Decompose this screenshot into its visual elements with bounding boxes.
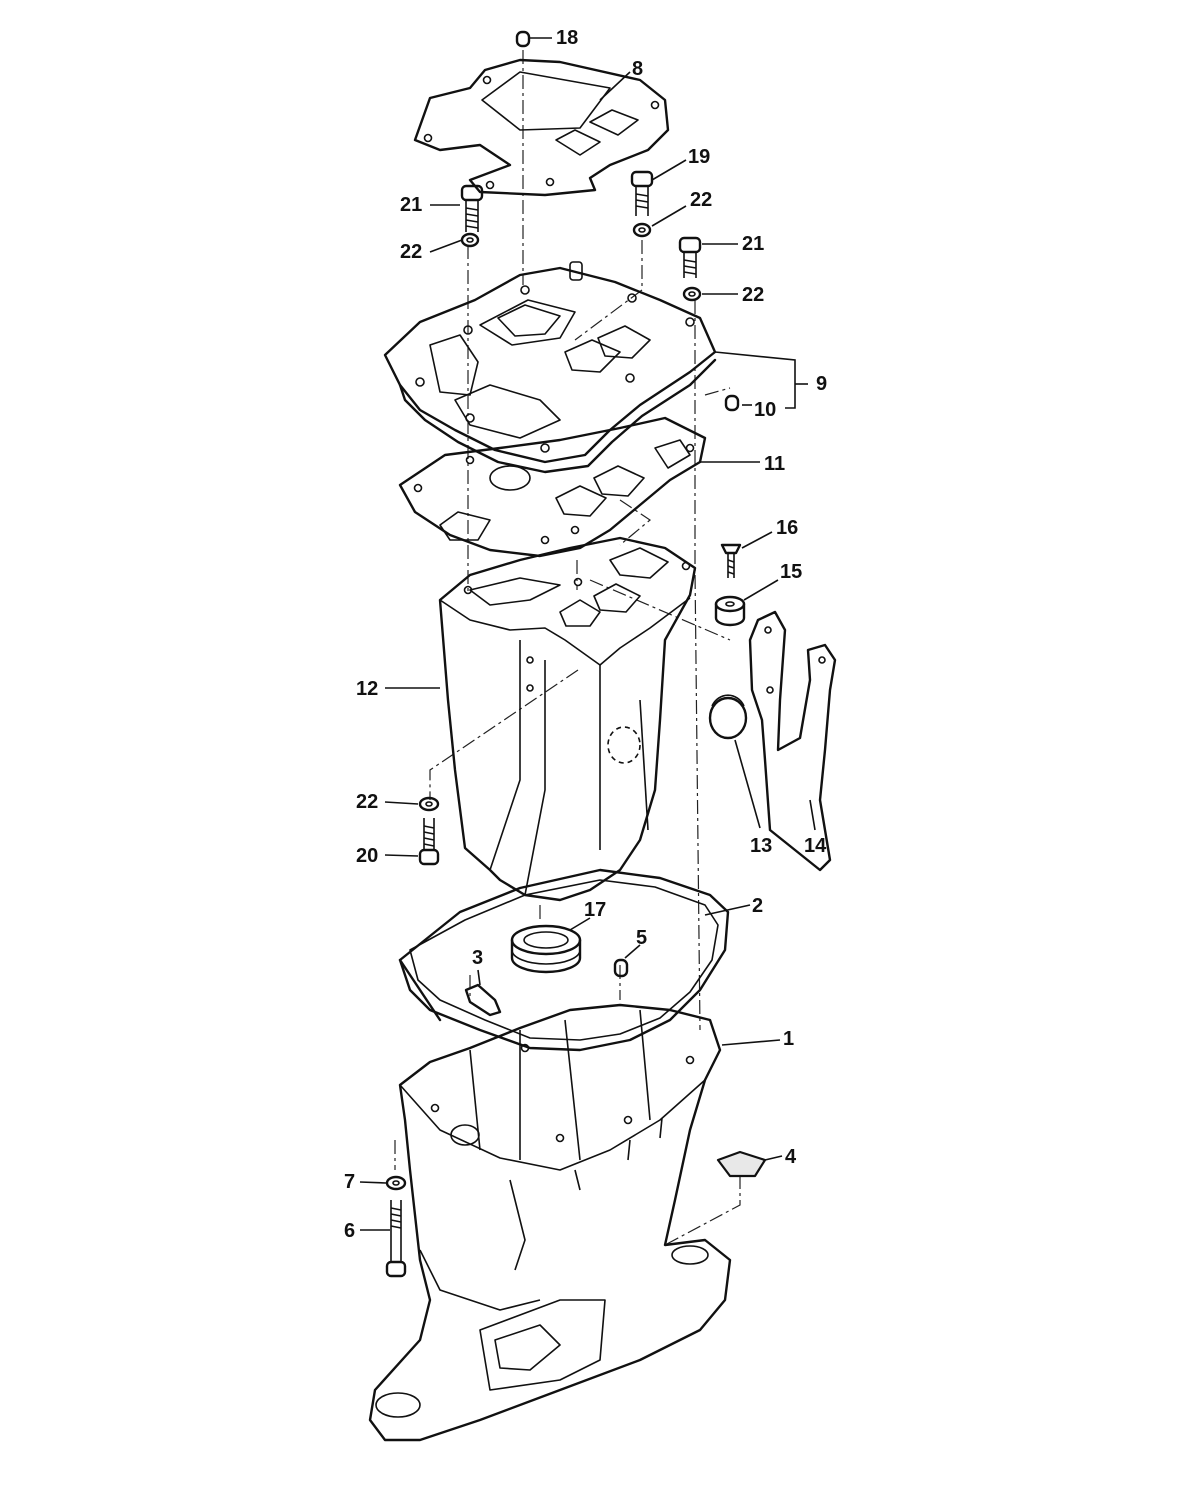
- callout-16: 16: [776, 517, 798, 539]
- part-21-bolt-left: [460, 184, 484, 232]
- part-22-washer-middle: [632, 222, 652, 238]
- part-6-stud: [385, 1200, 407, 1278]
- part-19-bolt: [630, 170, 654, 216]
- callout-8: 8: [632, 58, 643, 80]
- callout-12: 12: [356, 678, 378, 700]
- callout-4: 4: [785, 1146, 797, 1168]
- part-11-middle-gasket: [398, 416, 707, 558]
- callout-9: 9: [816, 373, 827, 395]
- callout-7: 7: [344, 1171, 355, 1193]
- part-21-bolt-right: [678, 236, 702, 278]
- callout-6: 6: [344, 1220, 355, 1242]
- part-13-plug: [708, 694, 748, 740]
- part-2-seal-gasket: [398, 868, 730, 1052]
- callout-18: 18: [556, 27, 578, 49]
- part-22-washer-lower: [418, 796, 440, 812]
- part-3-clip: [464, 983, 502, 1017]
- callout-21-left: 21: [400, 194, 422, 216]
- callout-2: 2: [752, 895, 763, 917]
- part-17-seal-ring: [510, 924, 582, 974]
- callout-19: 19: [688, 146, 710, 168]
- callout-11: 11: [764, 453, 785, 475]
- callout-22-lower: 22: [356, 791, 378, 813]
- callout-3: 3: [472, 947, 483, 969]
- callout-14: 14: [804, 835, 827, 857]
- callout-1: 1: [783, 1028, 794, 1050]
- part-22-washer-right: [682, 286, 702, 302]
- callout-17: 17: [584, 899, 606, 921]
- callouts: 18 8 19 21 22 22 21 22 9 10 11 16: [344, 27, 827, 1242]
- part-14-bracket-gasket: [748, 610, 837, 872]
- part-15-spacer: [714, 595, 746, 627]
- callout-22-middle: 22: [690, 189, 712, 211]
- callout-22-right: 22: [742, 284, 764, 306]
- callout-20: 20: [356, 845, 378, 867]
- part-7-washer: [385, 1175, 407, 1191]
- part-12-upper-housing: [438, 536, 697, 902]
- callout-10: 10: [754, 399, 776, 421]
- part-20-bolt: [418, 818, 440, 866]
- part-9-adapter-plate: [383, 261, 717, 474]
- part-1-lower-housing: [368, 1003, 732, 1442]
- callout-13: 13: [750, 835, 772, 857]
- callout-22-left: 22: [400, 241, 422, 263]
- part-4-anode-cover: [716, 1150, 767, 1178]
- callout-21-right: 21: [742, 233, 764, 255]
- part-18-dowel-pin: [515, 30, 531, 48]
- callout-5: 5: [636, 927, 647, 949]
- part-10-dowel: [724, 394, 740, 412]
- part-16-screw: [720, 543, 742, 578]
- part-22-washer-left: [460, 232, 480, 248]
- alignment-centerlines: [394, 50, 741, 1246]
- part-8-top-gasket: [413, 58, 670, 197]
- callout-15: 15: [780, 561, 802, 583]
- part-5-dowel-pin: [613, 958, 629, 978]
